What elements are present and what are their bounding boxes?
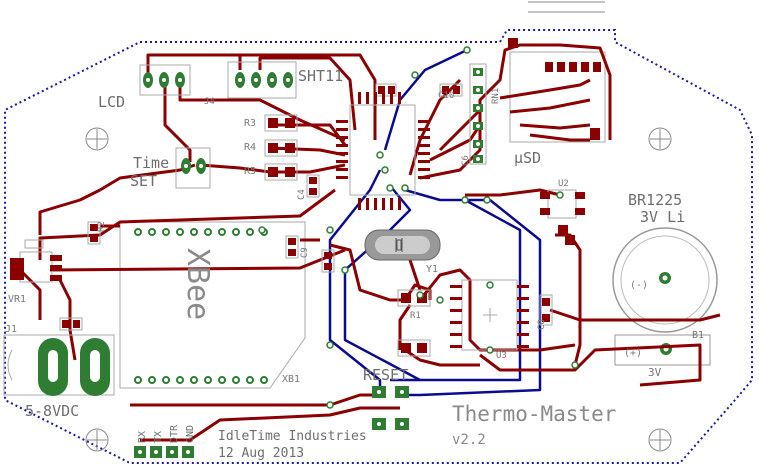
sht11-header xyxy=(227,61,297,99)
regulator-vr1 xyxy=(10,239,62,283)
time-set-header xyxy=(175,147,211,189)
label-board-version: v2.2 xyxy=(452,432,486,448)
header-pin-gnd: GND xyxy=(185,425,196,443)
usd-socket xyxy=(508,38,606,143)
serial-header-pads xyxy=(134,446,194,458)
capacitor-c9 xyxy=(285,235,299,259)
resistor-r3 xyxy=(264,114,298,132)
label-c9: C9 xyxy=(300,247,310,258)
label-batt-minus: (-) xyxy=(630,280,648,291)
label-batt-3v: 3V xyxy=(648,366,662,379)
power-jack-j1 xyxy=(3,334,115,396)
label-j1: J1 xyxy=(5,324,17,335)
resistor-r2 xyxy=(397,339,431,357)
mounting-hole-tl xyxy=(85,127,109,151)
label-company: IdleTime Industries xyxy=(218,429,367,444)
label-set: SET xyxy=(130,172,157,190)
reset-button-pads xyxy=(372,386,409,430)
label-battery-voltage: 3V Li xyxy=(640,208,685,226)
header-pin-dtr: DTR xyxy=(169,424,180,443)
label-r2: R2 xyxy=(97,221,107,232)
capacitor-c8 xyxy=(539,294,553,326)
label-r3: R3 xyxy=(244,118,256,129)
label-c8: C8 xyxy=(537,319,547,330)
mounting-hole-bl xyxy=(85,428,109,452)
resistor-r4 xyxy=(264,139,298,157)
xbee-pin-row-bottom xyxy=(134,376,268,384)
xbee-pin-row-top xyxy=(134,228,268,236)
label-usd: µSD xyxy=(514,149,541,167)
label-c4: C4 xyxy=(297,189,307,200)
header-pin-rx: RX xyxy=(137,431,148,443)
label-u3: U3 xyxy=(496,351,507,361)
label-reset: RESET xyxy=(363,366,408,384)
label-time: Time xyxy=(133,154,169,172)
label-r4: R4 xyxy=(244,142,256,153)
label-battery-type: BR1225 xyxy=(628,191,682,209)
microcontroller-ic xyxy=(336,92,430,210)
mounting-hole-tr xyxy=(648,127,672,151)
label-b1: B1 xyxy=(692,330,704,341)
label-u2: U2 xyxy=(558,179,569,189)
label-lcd: LCD xyxy=(98,93,125,111)
label-date: 12 Aug 2013 xyxy=(218,446,304,461)
vias xyxy=(258,46,579,409)
label-j4: J4 xyxy=(204,97,215,107)
capacitor-c4 xyxy=(306,174,320,198)
mounting-hole-br xyxy=(648,428,672,452)
bottom-traces xyxy=(328,48,542,398)
board-outline xyxy=(4,29,753,464)
label-vr1: VR1 xyxy=(8,294,26,305)
label-power: 5-8VDC xyxy=(25,402,79,420)
resistor-network-rn1 xyxy=(469,63,487,165)
label-batt-plus: (+) xyxy=(624,348,642,359)
label-c6: C6 xyxy=(461,155,471,166)
capacitor-c1 xyxy=(59,317,83,331)
xbee-module xyxy=(119,221,306,389)
header-pin-tx: TX xyxy=(153,431,164,443)
lcd-header xyxy=(139,64,191,96)
label-rn1: RN1 xyxy=(491,88,501,104)
label-sht11: SHT11 xyxy=(298,67,343,85)
capacitor-c10 xyxy=(439,83,463,97)
label-xb1: XB1 xyxy=(282,374,300,385)
label-y1: Y1 xyxy=(426,264,438,275)
label-c10: C10 xyxy=(438,91,454,101)
label-r5: R5 xyxy=(244,166,256,177)
label-r1: R1 xyxy=(410,311,421,321)
crystal-y1 xyxy=(364,229,441,261)
battery-holder xyxy=(612,227,718,366)
capacitor-c2 xyxy=(87,221,101,245)
label-board-title: Thermo-Master xyxy=(452,402,616,426)
capacitor-c5 xyxy=(321,249,335,273)
resistor-r5 xyxy=(264,163,298,181)
label-xbee: XBee xyxy=(180,248,215,320)
ic-u2 xyxy=(540,189,585,245)
ic-u3 xyxy=(450,279,529,351)
capacitor-c3-pad xyxy=(375,83,397,97)
